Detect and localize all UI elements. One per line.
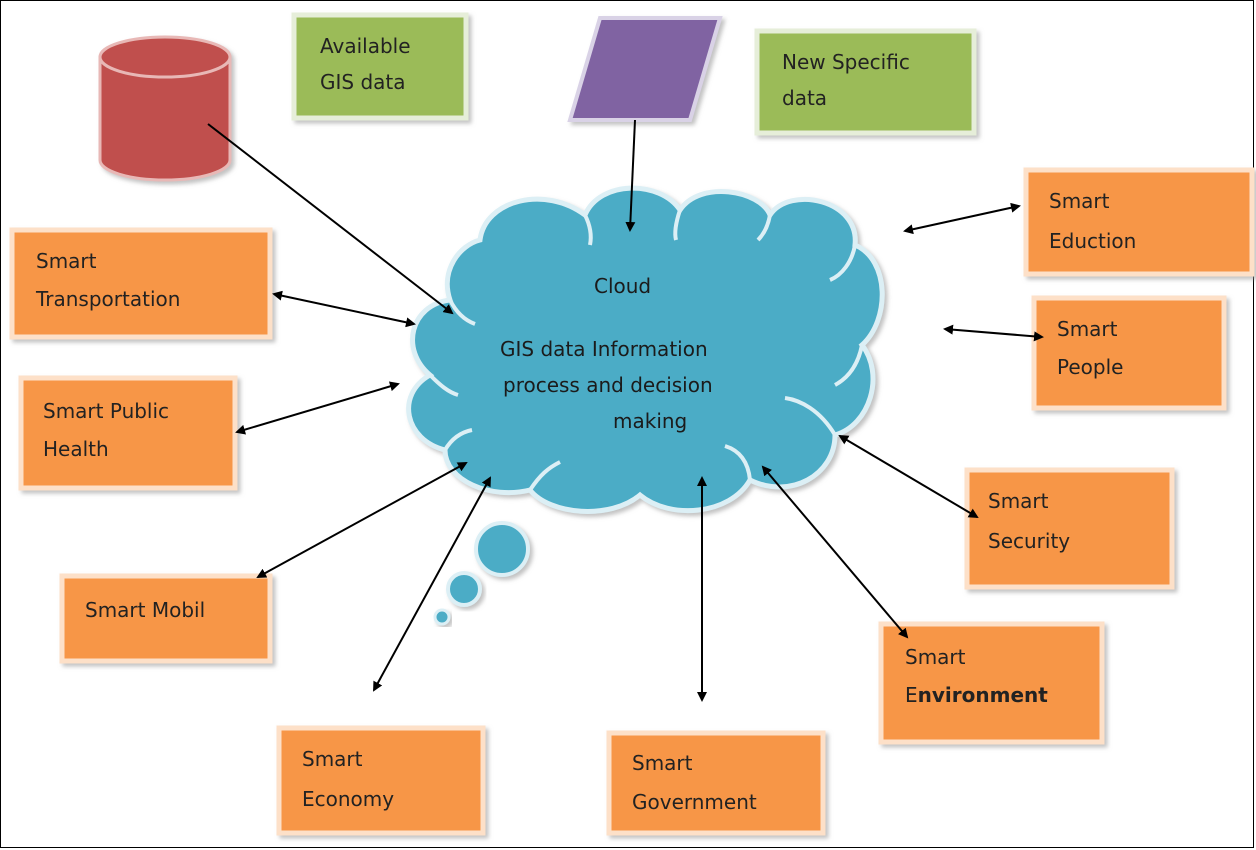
smart-people-label-line2: People xyxy=(1057,355,1123,379)
new-specific-data-label-line2: data xyxy=(782,86,827,110)
smart-public-health-label-line2: Health xyxy=(43,437,109,461)
thought-bubble-large xyxy=(474,521,530,577)
smart-government-label-line2: Government xyxy=(632,790,757,814)
arrow-transportation xyxy=(272,290,416,328)
available-gis-data-label-line1: Available xyxy=(320,34,411,58)
available-gis-data-label-line2: GIS data xyxy=(320,70,406,94)
cloud-title: Cloud xyxy=(594,274,651,298)
smart-government-box: Smart Government xyxy=(606,730,826,836)
smart-transportation-box: Smart Transportation xyxy=(9,227,273,340)
cloud-detail xyxy=(428,209,864,492)
smart-mobil-label: Smart Mobil xyxy=(85,598,205,622)
cloud-line-2: process and decision xyxy=(503,373,713,397)
smart-people-box: Smart People xyxy=(1031,295,1227,411)
smart-education-label-line1: Smart xyxy=(1049,189,1110,213)
smart-economy-label-line1: Smart xyxy=(302,747,363,771)
available-gis-data-box: Available GIS data xyxy=(291,12,469,121)
parallelogram-shape xyxy=(567,16,723,122)
cloud-line-1: GIS data Information xyxy=(500,337,708,361)
smart-environment-label-line1: Smart xyxy=(905,645,966,669)
smart-environment-box: Smart Environment xyxy=(878,621,1105,745)
arrow-public-health xyxy=(235,381,400,435)
smart-transportation-label-line1: Smart xyxy=(36,249,97,273)
smart-transportation-label-line2: Transportation xyxy=(35,287,180,311)
smart-security-box: Smart Security xyxy=(964,467,1175,590)
smart-education-label-line2: Eduction xyxy=(1049,229,1136,253)
smart-mobil-box: Smart Mobil xyxy=(59,573,273,664)
arrow-mobil xyxy=(256,462,468,578)
arrow-people xyxy=(943,324,1044,342)
smart-security-label-line2: Security xyxy=(988,529,1070,553)
cloud-line-3: making xyxy=(613,409,687,433)
arrow-security xyxy=(838,434,979,519)
smart-people-label-line1: Smart xyxy=(1057,317,1118,341)
smart-environment-label-bold: nvironment xyxy=(918,683,1049,707)
smart-security-label-line1: Smart xyxy=(988,489,1049,513)
database-icon xyxy=(98,35,232,182)
new-specific-data-label-line1: New Specific xyxy=(782,50,910,74)
smart-economy-label-line2: Economy xyxy=(302,787,394,811)
new-specific-data-box: New Specific data xyxy=(754,28,977,136)
smart-government-label-line1: Smart xyxy=(632,751,693,775)
arrow-parallelogram-to-cloud xyxy=(625,119,636,232)
thought-bubble-medium xyxy=(446,571,482,607)
arrow-economy xyxy=(373,476,491,692)
smart-economy-box: Smart Economy xyxy=(276,725,486,836)
arrow-database-to-cloud xyxy=(207,123,454,315)
smart-public-health-box: Smart Public Health xyxy=(18,375,238,491)
smart-education-box: Smart Eduction xyxy=(1023,167,1255,277)
smart-environment-label-line2: Environment xyxy=(905,683,1048,707)
smart-environment-label-prefix: E xyxy=(905,683,918,707)
arrow-environment xyxy=(761,465,909,639)
thought-bubble-small xyxy=(433,608,451,626)
cloud-shape xyxy=(406,185,885,514)
arrow-education xyxy=(903,202,1021,235)
smart-public-health-label-line1: Smart Public xyxy=(43,399,169,423)
